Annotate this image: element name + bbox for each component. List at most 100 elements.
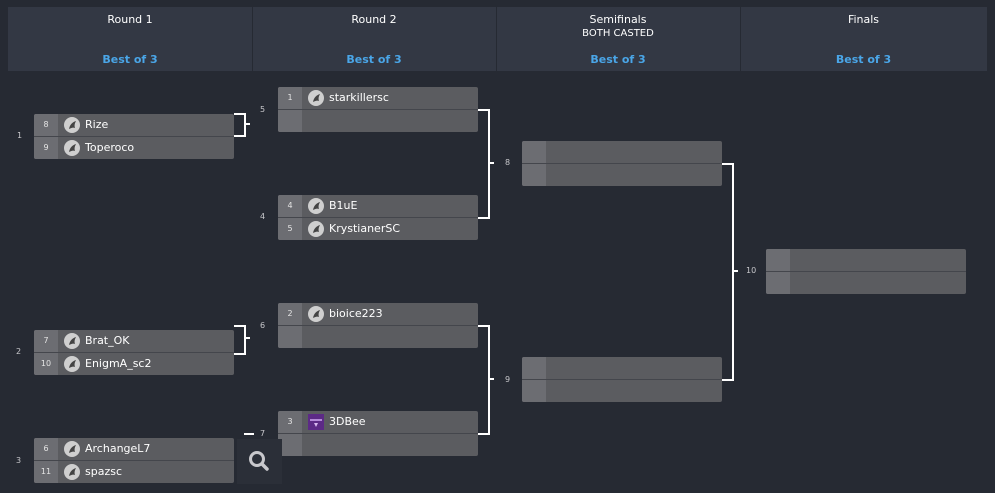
column-title: Finals [847,13,880,26]
player-slot[interactable]: 8 Rize [34,114,234,136]
seed-number: 6 [34,438,58,460]
match-r1-3[interactable]: 6 ArchangeL7 11 spazsc [34,438,234,483]
bracket-connector [244,337,250,339]
seed-number: 9 [34,137,58,159]
match-number: 8 [505,158,511,167]
seed-number: 3 [278,411,302,433]
match-r1-2[interactable]: 7 Brat_OK 10 EnigmA_sc2 [34,330,234,375]
bracket-header: Round 1 Best of 3 Round 2 Best of 3 Semi… [8,7,987,71]
player-slot[interactable]: 5 KrystianerSC [278,218,478,240]
zerg-icon [64,464,80,480]
column-round-1: Round 1 Best of 3 [8,7,253,71]
player-slot[interactable]: 10 EnigmA_sc2 [34,353,234,375]
zerg-icon [64,441,80,457]
player-slot[interactable]: 9 Toperoco [34,137,234,159]
bracket-connector [488,378,494,380]
team-logo [308,414,324,430]
best-of-link[interactable]: Best of 3 [346,53,402,66]
match-r2-3[interactable]: 2 bioice223 [278,303,478,348]
player-name: ArchangeL7 [85,442,151,455]
search-button[interactable] [237,439,282,484]
empty-slot[interactable] [278,110,478,132]
match-number: 2 [16,347,22,356]
zerg-icon [308,221,324,237]
zerg-icon [64,333,80,349]
best-of-link[interactable]: Best of 3 [102,53,158,66]
player-name: spazsc [85,465,123,478]
seed-number [278,434,302,456]
search-icon [249,451,269,471]
bracket-connector [234,113,246,137]
seed-number: 2 [278,303,302,325]
seed-number: 11 [34,461,58,483]
player-name: EnigmA_sc2 [85,357,152,370]
column-subtitle: BOTH CASTED [582,28,654,39]
match-r2-4[interactable]: 3 3DBee [278,411,478,456]
bracket-connector [244,433,254,435]
match-final[interactable] [766,249,966,294]
seed-number: 1 [278,87,302,109]
match-number: 4 [260,212,266,221]
empty-slot[interactable] [522,164,722,186]
zerg-icon [308,306,324,322]
best-of-link[interactable]: Best of 3 [590,53,646,66]
empty-slot[interactable] [766,249,966,271]
player-slot[interactable]: 1 starkillersc [278,87,478,109]
empty-slot[interactable] [278,326,478,348]
bracket-connector [478,325,490,435]
empty-slot[interactable] [278,434,478,456]
match-number: 9 [505,375,511,384]
player-slot[interactable]: 3 3DBee [278,411,478,433]
match-number: 5 [260,105,266,114]
column-title: Semifinals [589,13,647,26]
player-name: KrystianerSC [329,222,401,235]
match-r2-2[interactable]: 4 B1uE 5 KrystianerSC [278,195,478,240]
empty-slot[interactable] [522,357,722,379]
player-name: 3DBee [329,415,366,428]
zerg-icon [308,198,324,214]
column-title: Round 2 [351,13,397,26]
seed-number [278,326,302,348]
match-semifinal-2[interactable] [522,357,722,402]
player-slot[interactable]: 11 spazsc [34,461,234,483]
empty-slot[interactable] [522,380,722,402]
seed-number: 5 [278,218,302,240]
bracket-connector [234,325,246,355]
bracket-connector [478,109,490,219]
seed-number: 8 [34,114,58,136]
player-name: Rize [85,118,109,131]
player-slot[interactable]: 6 ArchangeL7 [34,438,234,460]
empty-slot[interactable] [522,141,722,163]
player-name: B1uE [329,199,358,212]
seed-number: 7 [34,330,58,352]
match-semifinal-1[interactable] [522,141,722,186]
best-of-link[interactable]: Best of 3 [835,53,892,66]
match-r1-1[interactable]: 8 Rize 9 Toperoco [34,114,234,159]
match-r2-1[interactable]: 1 starkillersc [278,87,478,132]
player-slot[interactable]: 7 Brat_OK [34,330,234,352]
zerg-icon [308,90,324,106]
seed-number [278,110,302,132]
match-number: 6 [260,321,266,330]
seed-number: 10 [34,353,58,375]
match-number: 7 [260,429,266,438]
player-name: Brat_OK [85,334,130,347]
bracket-connector [732,270,738,272]
bracket-connector [244,123,250,125]
player-slot[interactable]: 2 bioice223 [278,303,478,325]
zerg-icon [64,356,80,372]
bracket-connector [722,163,734,381]
match-number: 1 [17,131,23,140]
bracket-connector [488,162,494,164]
column-semifinals: Semifinals BOTH CASTED Best of 3 [496,7,741,71]
match-number: 3 [16,456,22,465]
zerg-icon [64,140,80,156]
player-name: starkillersc [329,91,389,104]
seed-number: 4 [278,195,302,217]
zerg-icon [64,117,80,133]
empty-slot[interactable] [766,272,966,294]
player-name: bioice223 [329,307,383,320]
column-title: Round 1 [107,13,153,26]
column-round-2: Round 2 Best of 3 [252,7,497,71]
player-slot[interactable]: 4 B1uE [278,195,478,217]
